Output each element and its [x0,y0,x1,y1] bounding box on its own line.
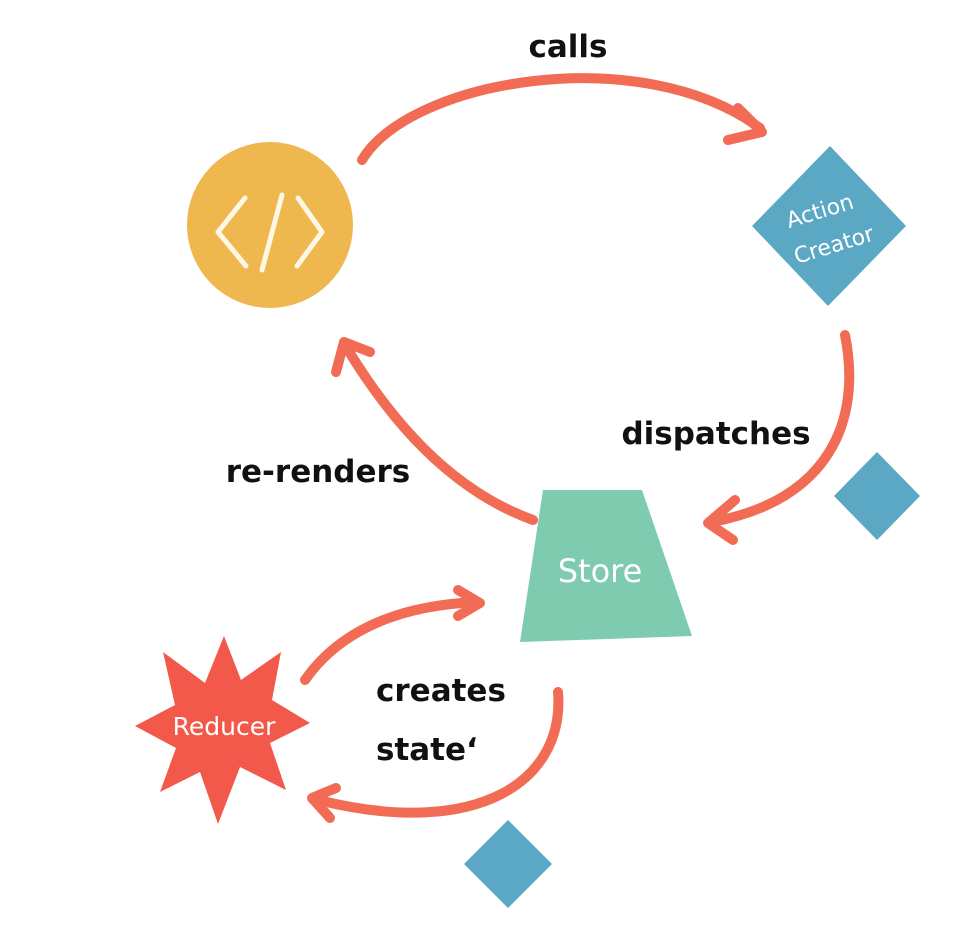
arrow-calls [357,73,767,165]
arrow-store-to-reducer-head [307,783,341,823]
component-circle [187,142,353,308]
action-diamond-bottom [464,820,552,908]
code-brackets-icon [215,192,325,273]
arrow-dispatches-curve [707,330,855,527]
arrow-calls-curve [357,73,765,165]
arrow-re-renders-curve [340,340,538,525]
edge-label-re-renders: re-renders [226,454,411,490]
store-trapezoid [520,490,692,642]
edge-label-dispatches: dispatches [621,416,810,452]
arrow-reducer-to-store-curve [300,597,483,685]
arrow-re-renders-head [331,337,375,377]
arrow-calls-head [723,103,767,145]
store-node: Store [520,490,692,642]
reducer-node: Reducer [135,636,310,824]
reducer-label: Reducer [173,712,276,741]
arrow-dispatches [703,330,855,545]
edge-label-calls: calls [529,29,608,65]
action-creator-node: Action Creator [752,146,906,306]
arrow-store-to-reducer-curve [313,687,564,818]
edge-label-state: state‘ [376,732,478,768]
arrow-reducer-to-store [300,585,485,685]
edge-label-creates: creates [376,673,506,709]
reducer-starburst [135,636,310,824]
arrow-re-renders [331,337,538,525]
arrow-store-to-reducer [307,687,564,823]
action-creator-diamond [752,146,906,306]
arrow-dispatches-head [703,495,740,545]
arrow-reducer-to-store-head [453,585,485,621]
action-diamond-right [834,452,920,540]
store-label: Store [558,552,643,590]
component-node [187,142,353,308]
